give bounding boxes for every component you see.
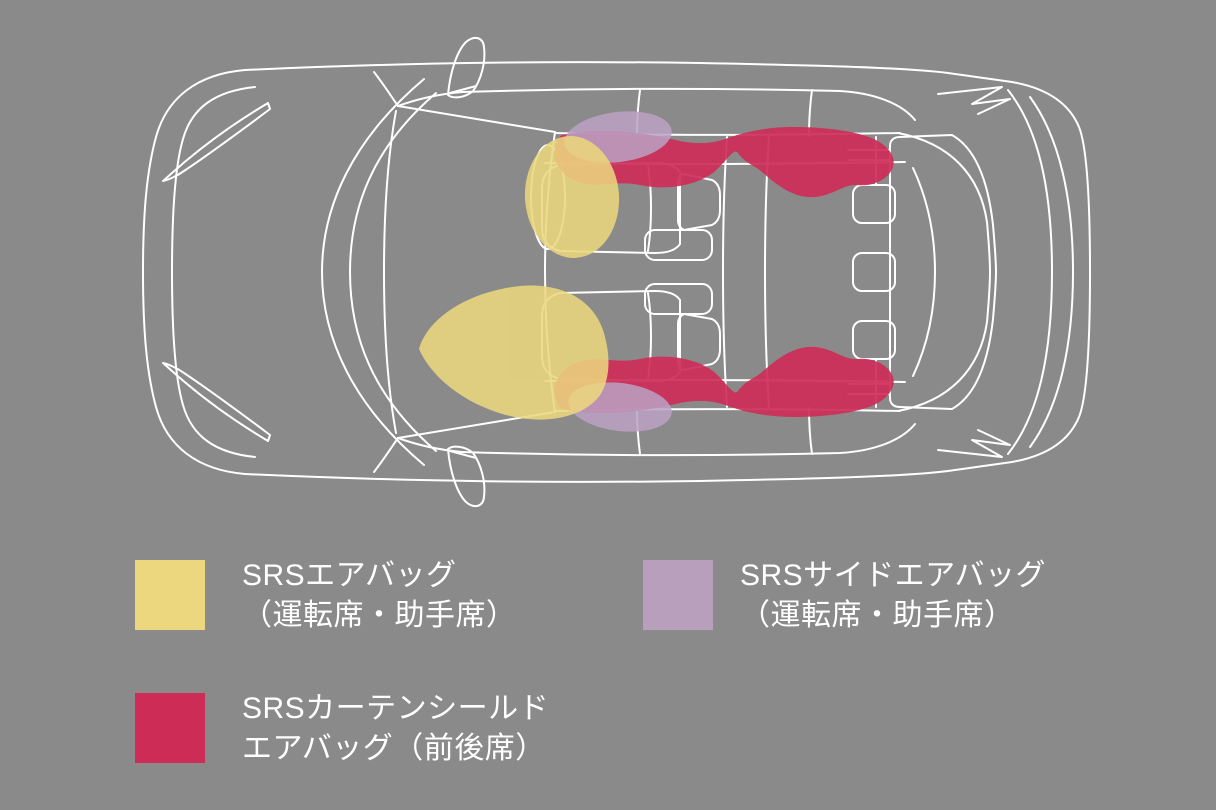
side-airbag-label-line1: SRSサイドエアバッグ [740, 559, 1046, 592]
b-pillar-1 [722, 136, 728, 408]
taillight-top [937, 86, 1011, 115]
side-mirror-bottom [447, 445, 486, 508]
side-airbag-swatch [643, 560, 713, 630]
front-airbag-driver [524, 136, 620, 258]
side-airbag-label: SRSサイドエアバッグ （運転席・助手席） [740, 556, 1046, 636]
rear-seatback [889, 134, 997, 410]
headlight-left-top [162, 102, 271, 182]
curtain-airbag-label-line2: エアバッグ（前後席） [242, 732, 546, 765]
front-airbag-label: SRSエアバッグ （運転席・助手席） [242, 556, 517, 636]
taillight-bottom [937, 429, 1011, 458]
hood-arc-inner [349, 92, 437, 452]
rear-headrest-3 [852, 320, 896, 360]
rear-bench-front-edge [912, 167, 936, 377]
fender-line-bottom [397, 437, 463, 453]
curtain-airbag-swatch [135, 693, 205, 763]
rear-headrest-2 [852, 252, 896, 292]
rear-window-edge [897, 132, 991, 412]
side-mirror-top-fold [449, 85, 477, 94]
front-airbag-label-line2: （運転席・助手席） [242, 599, 517, 632]
car-body-outline [142, 61, 1091, 483]
windshield-front-edge [383, 110, 397, 434]
hatch-arc-1 [1007, 89, 1053, 455]
headlight-left-bottom [162, 362, 271, 442]
car-outline-group [142, 36, 1091, 508]
hood-arc-outer [321, 78, 425, 466]
front-airbag-label-line1: SRSエアバッグ [242, 559, 457, 592]
curtain-airbag-label-line1: SRSカーテンシールド [242, 692, 550, 725]
belt-line-top [461, 87, 916, 121]
side-mirror-top [447, 36, 486, 99]
rear-headrest-1 [852, 184, 896, 224]
side-mirror-bottom-fold [449, 450, 477, 459]
curtain-airbag-label: SRSカーテンシールド エアバッグ（前後席） [242, 689, 549, 769]
side-airbag-label-line2: （運転席・助手席） [740, 599, 1015, 632]
front-airbag-group [419, 136, 620, 420]
armrest-2 [644, 283, 713, 315]
airbag-diagram [142, 36, 1091, 508]
hatch-arc-2 [1029, 96, 1074, 448]
front-airbag-passenger [419, 285, 609, 420]
armrest-1 [644, 229, 713, 261]
b-pillar-2 [764, 136, 770, 408]
a-pillar-top [397, 105, 556, 133]
front-airbag-swatch [135, 560, 205, 630]
cowl-corner-bottom [373, 437, 399, 473]
belt-line-bottom [461, 423, 916, 457]
car-top-view-diagram [142, 36, 1091, 508]
fender-line-top [397, 91, 463, 107]
front-bumper-line [171, 86, 256, 458]
cowl-corner-top [373, 71, 399, 107]
